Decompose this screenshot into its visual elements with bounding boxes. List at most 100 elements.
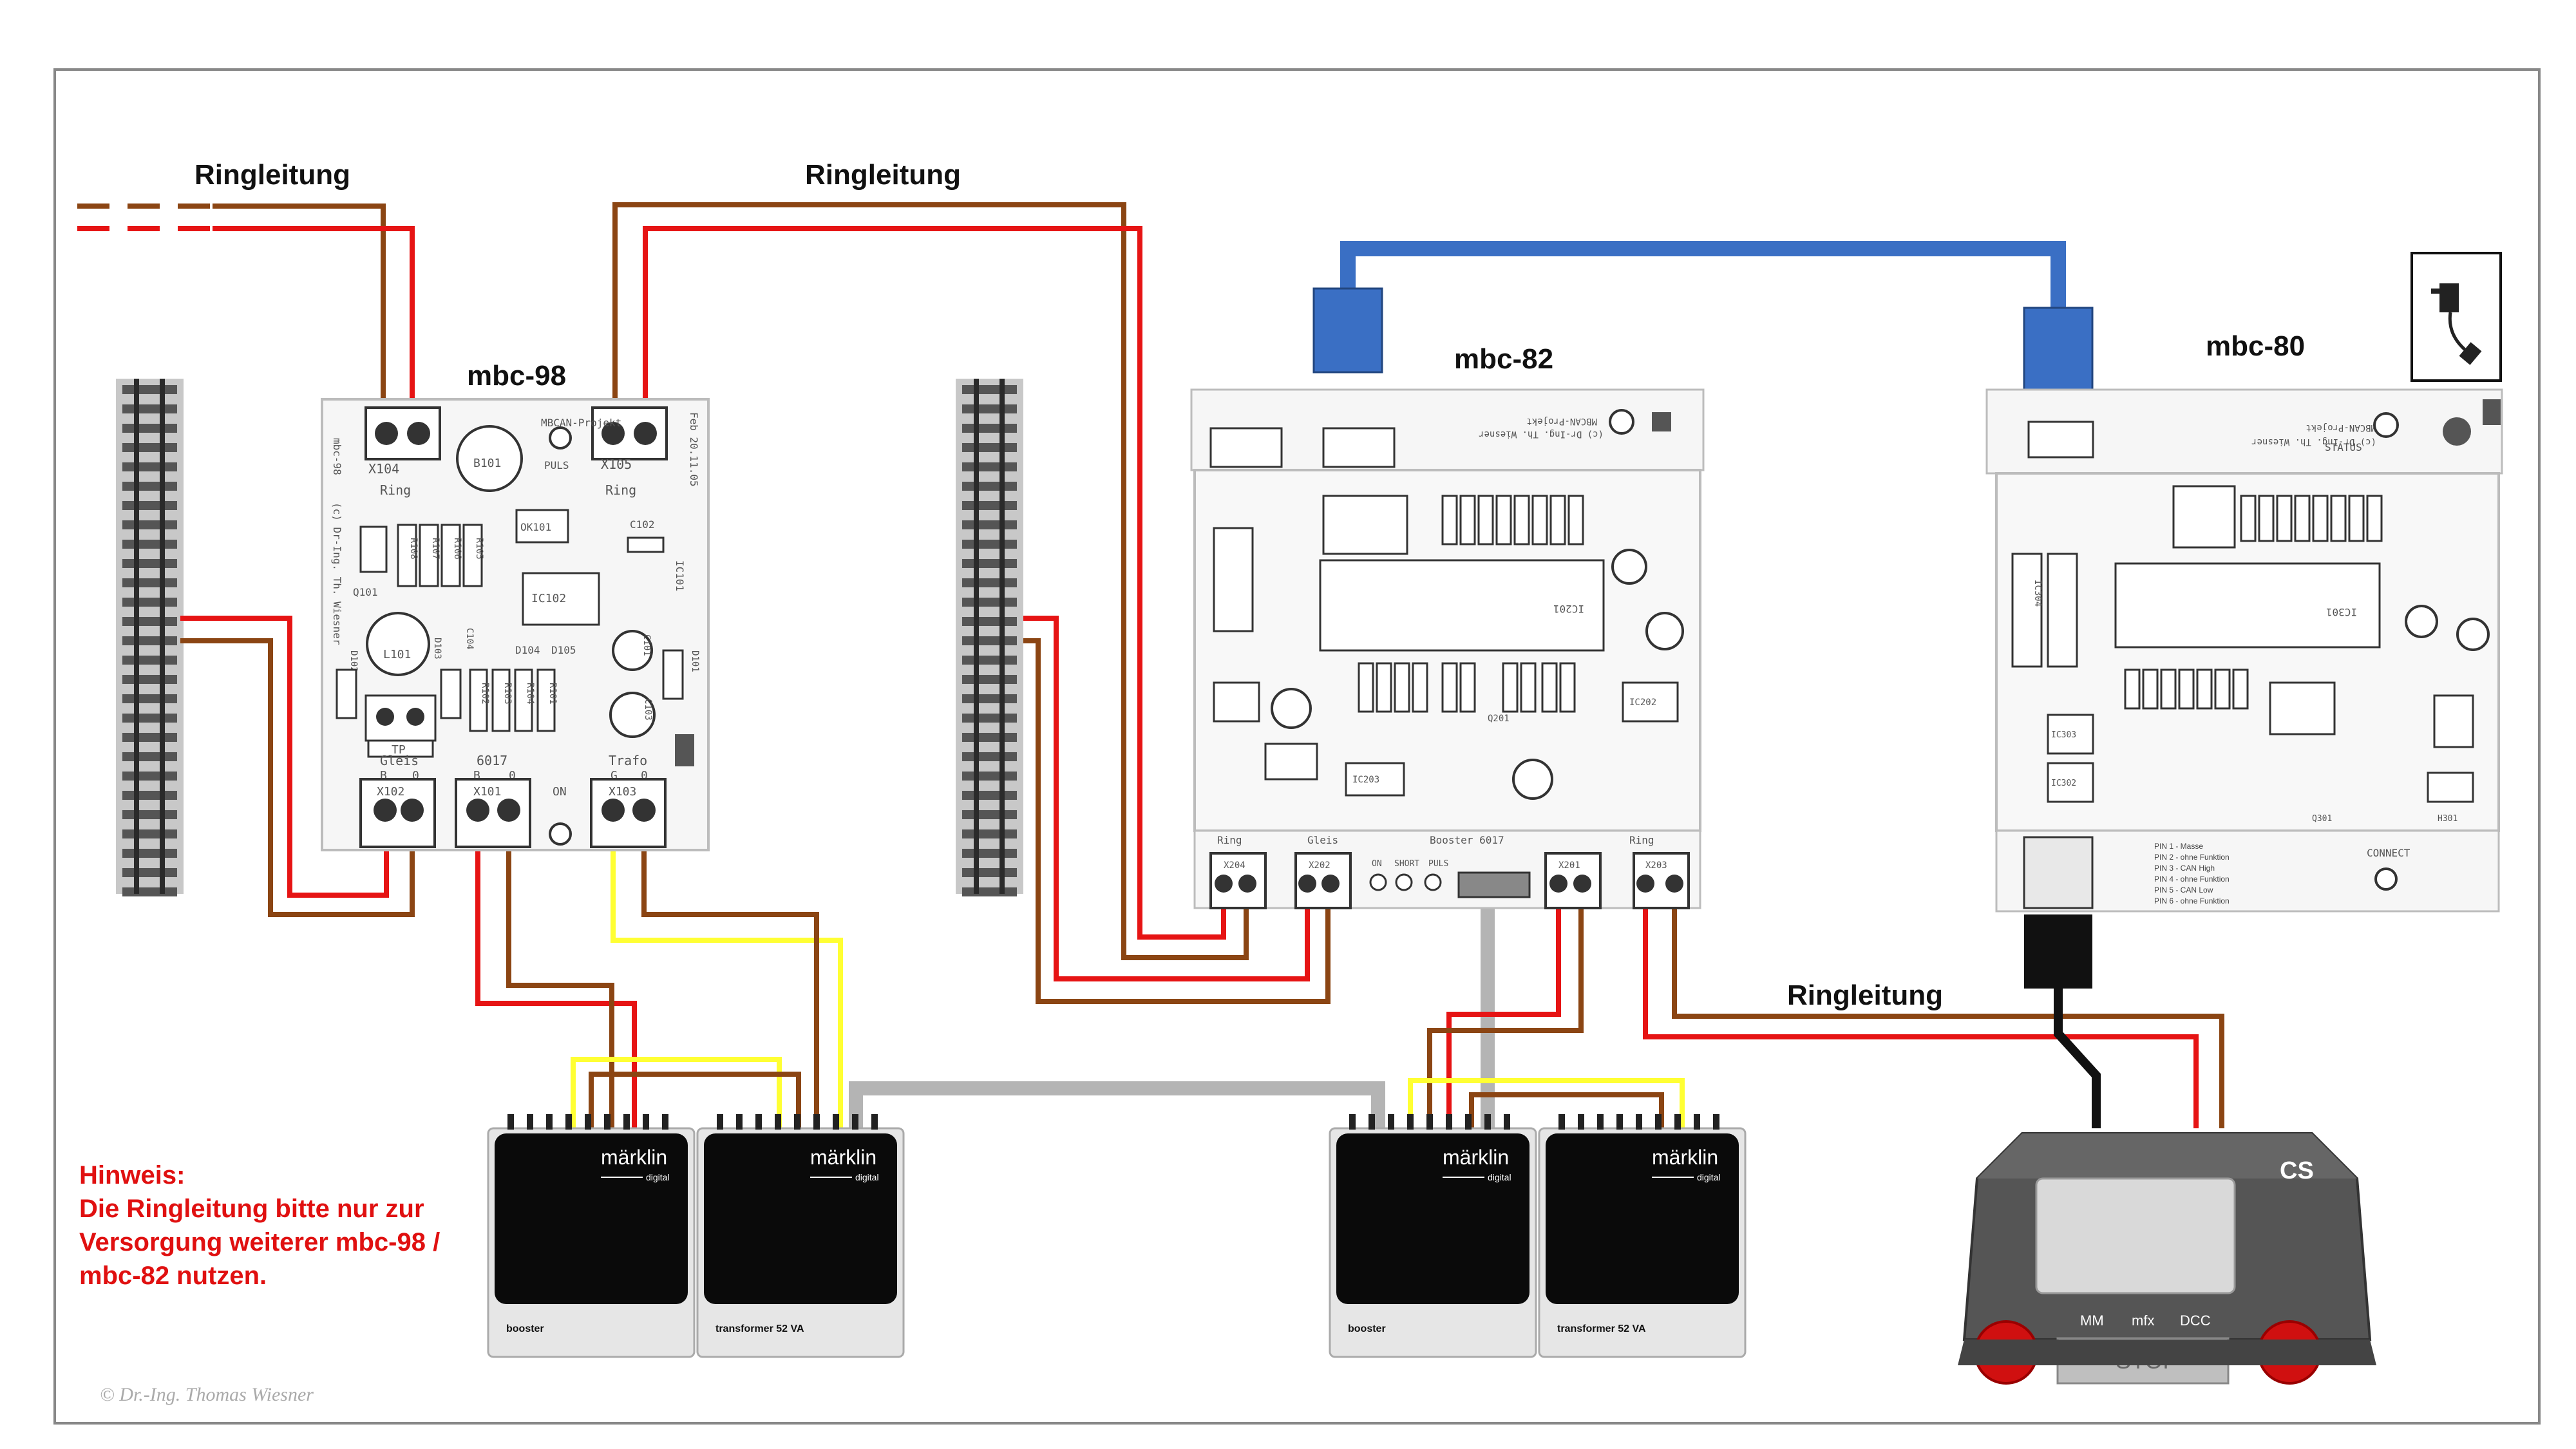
- track-sleeper: [962, 636, 1017, 645]
- pcb-resistor: [1513, 495, 1530, 545]
- mbc80-legend-line: PIN 6 - ohne Funktion: [2154, 896, 2230, 905]
- mbc82-board: MBCAN-Projekt (c) Dr-Ing. Th. Wiesner IC…: [1190, 388, 1705, 909]
- mbc82-short-label: SHORT: [1394, 859, 1419, 869]
- track-sleeper: [962, 694, 1017, 703]
- mbc98-r105-label: R105: [474, 538, 484, 560]
- track-sleeper: [962, 520, 1017, 529]
- track-sleeper: [962, 752, 1017, 761]
- note-line-3: mbc-82 nutzen.: [79, 1262, 267, 1290]
- pcb-resistor: [2232, 668, 2249, 710]
- mbc98-pin-b-1: B: [380, 769, 387, 782]
- pcb-resistor: [1477, 495, 1494, 545]
- mbc98-6017-label: 6017: [477, 753, 507, 768]
- ringleitung-label-right: Ringleitung: [1787, 980, 1943, 1011]
- ringleitung-label-center: Ringleitung: [805, 159, 961, 191]
- pcb-resistor: [2214, 668, 2231, 710]
- pcb-resistor: [1394, 662, 1410, 713]
- track-sleeper: [122, 849, 177, 858]
- mbc98-r104-label: R104: [525, 683, 535, 705]
- track-sleeper: [122, 462, 177, 471]
- wires: [77, 202, 2224, 1128]
- mbc80-status-label: STATUS: [2325, 441, 2362, 453]
- mbc80-legend-line: PIN 4 - ohne Funktion: [2154, 875, 2230, 884]
- mbc98-x103-label: X103: [609, 785, 636, 799]
- cs-display: [2035, 1177, 2236, 1294]
- mbc80-legend-line: PIN 5 - CAN Low: [2154, 886, 2213, 895]
- mbc98-side-text2: (c) Dr-Ing. Th. Wiesner: [331, 502, 343, 645]
- track-sleeper: [962, 675, 1017, 684]
- mbc80-ic303-label: IC303: [2051, 730, 2076, 740]
- device-front-panel: [1336, 1133, 1530, 1304]
- track-sleeper: [962, 404, 1017, 413]
- note-line-1: Die Ringleitung bitte nur zur: [79, 1195, 424, 1223]
- pcb-resistor: [1495, 495, 1512, 545]
- cs-logo: CS: [2280, 1157, 2314, 1184]
- maerklin-logo: märklin: [1443, 1146, 1509, 1169]
- track-sleeper: [122, 617, 177, 626]
- mbc82-on-label: ON: [1372, 859, 1382, 869]
- device-type-label: transformer 52 VA: [1557, 1323, 1646, 1334]
- maerklin-digital-label: digital: [1488, 1172, 1511, 1182]
- note-line-2: Versorgung weiterer mbc-98 /: [79, 1228, 440, 1256]
- mbc82-x201-label: X201: [1558, 860, 1580, 871]
- pcb-resistor: [2196, 668, 2213, 710]
- pcb-resistor: [1459, 662, 1476, 713]
- pcb-resistor: [1459, 495, 1476, 545]
- mbc98-title: mbc-98: [467, 360, 566, 392]
- pcb-resistor: [2160, 668, 2177, 710]
- pcb-resistor: [1412, 662, 1428, 713]
- mbc80-legend-line: PIN 1 - Masse: [2154, 842, 2203, 851]
- mbc98-ring1-label: Ring: [380, 482, 411, 498]
- cs-cable-black: [2024, 914, 2101, 1128]
- track-sleeper: [122, 598, 177, 607]
- mbc98-b101-label: B101: [473, 457, 501, 470]
- mbc98-x105-label: X105: [601, 457, 632, 472]
- mbc82-gleis-label: Gleis: [1307, 834, 1338, 846]
- mbc98-c103-label: C103: [643, 699, 653, 721]
- mbc80-board: MBCAN-Projekt (c) Dr-Ing. Th. Wiesner ST…: [1985, 388, 2503, 913]
- track-sleeper: [962, 791, 1017, 800]
- mbc98-ring2-label: Ring: [605, 482, 636, 498]
- device-front-panel: [704, 1133, 897, 1304]
- track-sleeper: [962, 482, 1017, 491]
- mbc98-gleis-label: Gleis: [380, 753, 419, 768]
- pcb-resistor: [2294, 495, 2311, 542]
- mbc82-top-text: MBCAN-Projekt: [1526, 416, 1597, 426]
- track-sleeper: [962, 578, 1017, 587]
- device-type-label: booster: [1348, 1323, 1386, 1334]
- power-plug-icon: [2410, 252, 2502, 382]
- pcb-resistor: [1358, 662, 1374, 713]
- mbc98-pin-g: G: [611, 769, 618, 782]
- device-type-label: booster: [506, 1323, 544, 1334]
- maerklin-logo: märklin: [1652, 1146, 1718, 1169]
- booster-link-cable-gray: [849, 892, 1495, 1128]
- track-sleeper: [122, 772, 177, 781]
- track-sleeper: [962, 501, 1017, 510]
- maerklin-logo: märklin: [601, 1146, 667, 1169]
- track-sleeper: [122, 694, 177, 703]
- mbc98-d102-label: D102: [348, 650, 359, 672]
- track-sleeper: [122, 578, 177, 587]
- mbc80-ic304-label: IC304: [2032, 580, 2043, 607]
- mbc98-pin-0-1: 0: [412, 769, 419, 782]
- maerklin-digital-label: digital: [855, 1172, 879, 1182]
- track-sleeper: [122, 675, 177, 684]
- track-sleeper: [122, 791, 177, 800]
- track-sleeper: [122, 733, 177, 742]
- mbc98-r107-label: R107: [430, 538, 440, 560]
- track-sleeper: [962, 385, 1017, 394]
- track-sleeper: [122, 714, 177, 723]
- track-sleeper: [962, 887, 1017, 896]
- track-center: [956, 379, 1023, 896]
- pcb-resistor: [1520, 662, 1537, 713]
- track-sleeper: [962, 656, 1017, 665]
- pcb-resistor: [2330, 495, 2347, 542]
- mbc98-pin-b-2: B: [473, 769, 480, 782]
- track-sleeper: [122, 443, 177, 452]
- pcb-resistor: [1541, 662, 1558, 713]
- track-sleeper: [122, 868, 177, 877]
- mbc98-trafo-label: Trafo: [609, 753, 647, 768]
- pcb-resistor: [1531, 495, 1548, 545]
